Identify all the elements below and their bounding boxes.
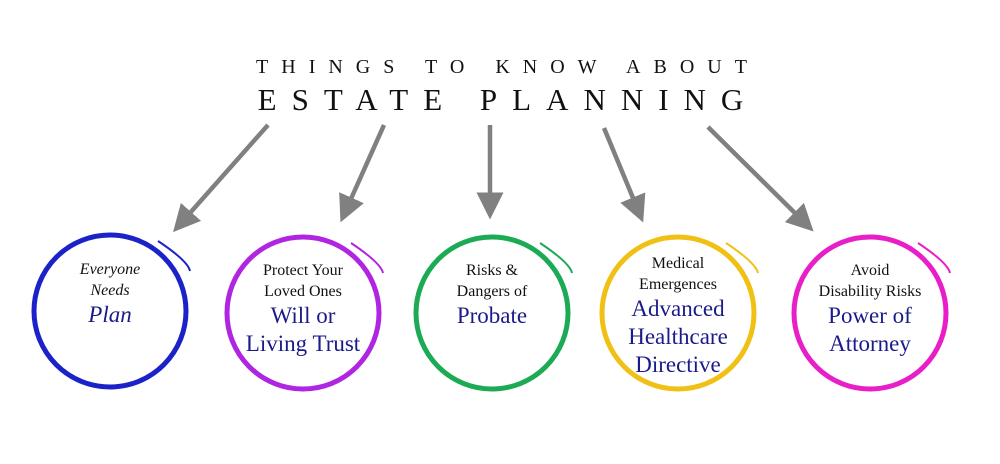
item-label-3: Risks & Dangers of Probate [417,260,567,330]
arrow-1 [173,123,270,233]
arrow-2 [339,124,387,223]
arrow-5 [706,125,814,232]
item-subtitle: Protect Your [262,262,343,279]
item-title: Healthcare [628,324,728,349]
circle-1 [31,232,189,390]
item-subtitle: Everyone [79,261,141,278]
title-line-2: ESTATE PLANNING [257,82,759,117]
item-subtitle: Medical [651,255,705,272]
item-title: Probate [456,303,528,328]
circle-tail-3 [539,242,573,274]
item-title: Attorney [829,331,911,356]
circle-3 [413,234,571,392]
item-title: Advanced [631,296,725,321]
item-subtitle: Needs [90,282,130,299]
item-title: Living Trust [245,331,361,356]
circle-tail-2 [350,242,384,274]
item-title: Plan [88,302,132,327]
item-subtitle: Disability Risks [818,283,922,300]
circle-5 [791,234,949,392]
circle-tail-1 [157,240,191,272]
item-subtitle: Avoid [850,262,890,279]
item-subtitle: Emergences [639,276,717,293]
item-subtitle: Risks & [465,262,518,279]
item-title: Directive [635,352,721,377]
title-line-1: THINGS TO KNOW ABOUT [256,56,760,78]
circle-tail-4 [725,242,759,274]
item-title: Will or [270,303,336,328]
circle-4 [599,234,757,392]
circle-2 [224,234,382,392]
arrow-4 [601,127,646,223]
item-subtitle: Loved Ones [264,283,342,300]
circle-tail-5 [917,242,951,274]
item-title: Power of [828,303,912,328]
item-subtitle: Dangers of [456,283,528,300]
